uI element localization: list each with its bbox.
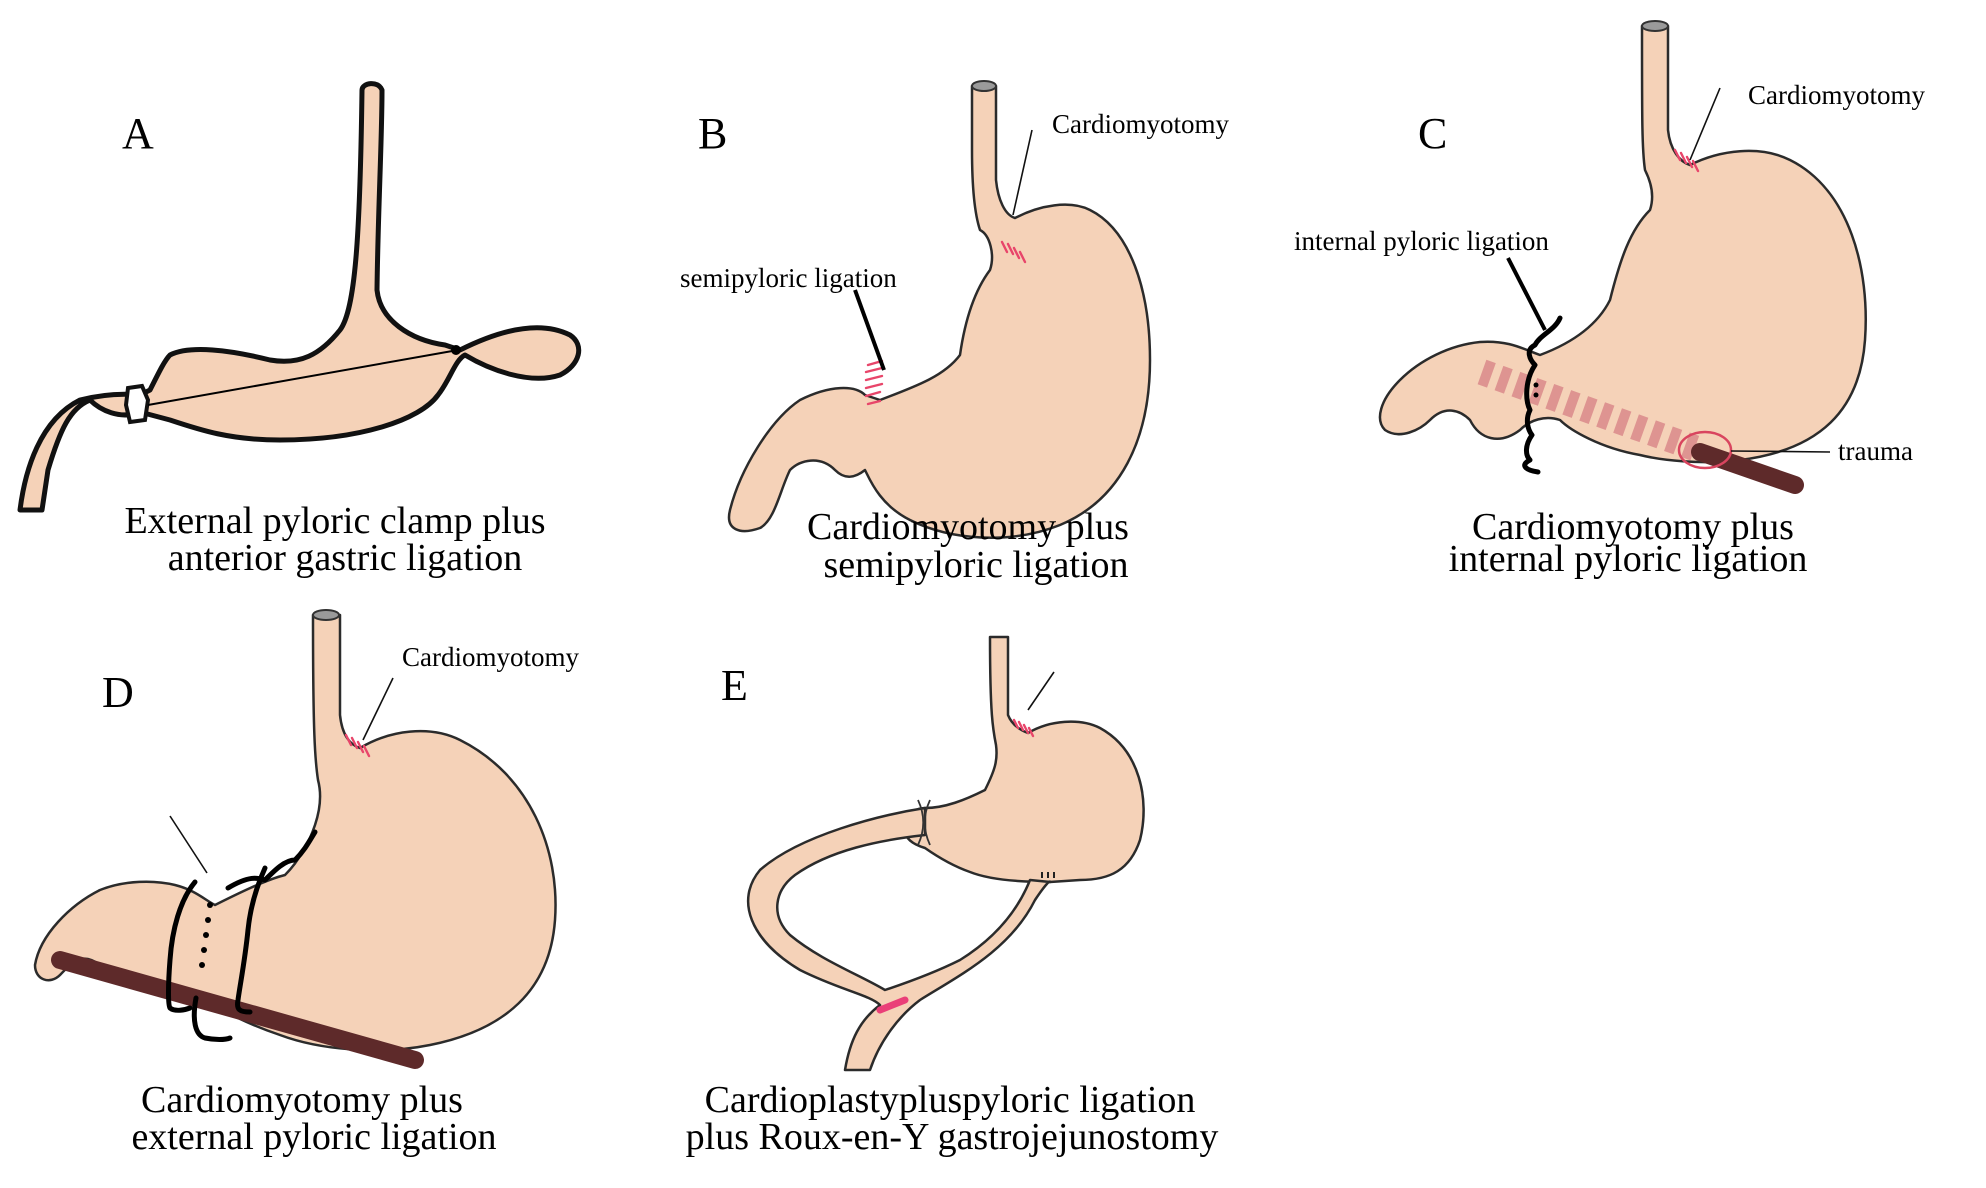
callout-cardiomyotomy-b: Cardiomyotomy [1052,109,1229,139]
callout-cardiomyotomy-c: Cardiomyotomy [1748,80,1925,110]
rod [1691,443,1804,494]
cardiomyotomy-suture-marks-e [1012,718,1035,738]
callout-trauma: trauma [1838,436,1913,466]
panel-c-letter: C [1418,109,1447,158]
leader-cardiomyotomy-e [1027,671,1055,711]
panel-c-caption-line1: Cardiomyotomy plus [1472,506,1794,548]
external-ligation-thread-tail [191,995,233,1042]
striped-tube [1477,359,1705,463]
panel-c-caption-line2: internal pyloric ligation [1449,538,1808,580]
cardiomyotomy-suture-marks-b [1000,240,1027,264]
semipyloric-suture-marks [864,359,884,406]
panel-b-stomach [727,84,1152,539]
internal-ligation-thread [1522,315,1563,475]
leader-cardiomyotomy-b [1012,129,1033,216]
panel-d-caption-line1: Cardiomyotomy plus [141,1079,463,1121]
esophagus-opening [1641,20,1669,32]
thread-dot [1533,392,1539,398]
panel-a-caption-line2: anterior gastric ligation [168,537,523,579]
panel-d-caption-line2: external pyloric ligation [131,1116,496,1158]
panel-e: E Cardioplastypluspyloric ligation plus … [686,635,1219,1158]
panel-e-letter: E [721,661,748,710]
panel-b: B Cardiomyotomy semipyloric ligation Car… [680,80,1229,586]
leader-semipyloric [853,289,886,371]
panel-b-caption-line1: Cardiomyotomy plus [807,506,1129,548]
thread-dot [1533,382,1539,388]
ligation-knot [451,345,461,355]
panel-e-caption-line1: Cardioplastypluspyloric ligation [705,1079,1196,1121]
leader-cardiomyotomy-c [1689,87,1721,161]
panel-c-stomach [1378,24,1867,464]
cardiomyotomy-suture-marks-d [344,733,371,758]
panel-d: D Cardiomyotomy Cardiomyotomy plus exter… [33,609,579,1158]
external-ligation-thread [225,829,318,1015]
callout-semipyloric-ligation: semipyloric ligation [680,263,897,293]
panel-d-letter: D [102,668,134,717]
dotted-ligation-line [199,902,213,968]
panel-a-caption-line1: External pyloric clamp plus [124,500,545,542]
panel-a-stomach [17,81,582,513]
panel-e-roux-limb [746,806,1052,1072]
panel-e-stomach [903,635,1145,884]
gastric-ligation-line [147,349,459,406]
pyloric-clamp [123,383,151,425]
panel-c: C Cardiomyotomy internal pyloric ligatio… [1294,20,1925,580]
panel-a: A External pyloric clamp plus anterior g… [17,81,582,579]
callout-cardiomyotomy-d: Cardiomyotomy [402,642,579,672]
panel-b-caption-line2: semipyloric ligation [823,544,1128,586]
external-ligation-thread-left [166,879,198,1013]
leader-external-ligation [169,815,208,874]
trauma-circle [1677,430,1733,470]
panel-a-letter: A [122,109,154,158]
leader-trauma [1730,450,1831,453]
callout-internal-pyloric-ligation: internal pyloric ligation [1294,226,1549,256]
esophagus-opening [312,609,340,621]
leader-internal-ligation [1506,257,1547,331]
jejunojejunostomy-mark [876,996,909,1014]
panel-e-caption-line2: plus Roux-en-Y gastrojejunostomy [686,1116,1219,1158]
pyloric-ligation-knot [917,799,931,846]
leader-cardiomyotomy-d [362,677,394,741]
anastomosis-stitches [1041,872,1055,878]
panel-b-letter: B [698,109,727,158]
esophagus-opening [971,80,997,92]
cardiomyotomy-suture-marks-c [1673,148,1700,173]
